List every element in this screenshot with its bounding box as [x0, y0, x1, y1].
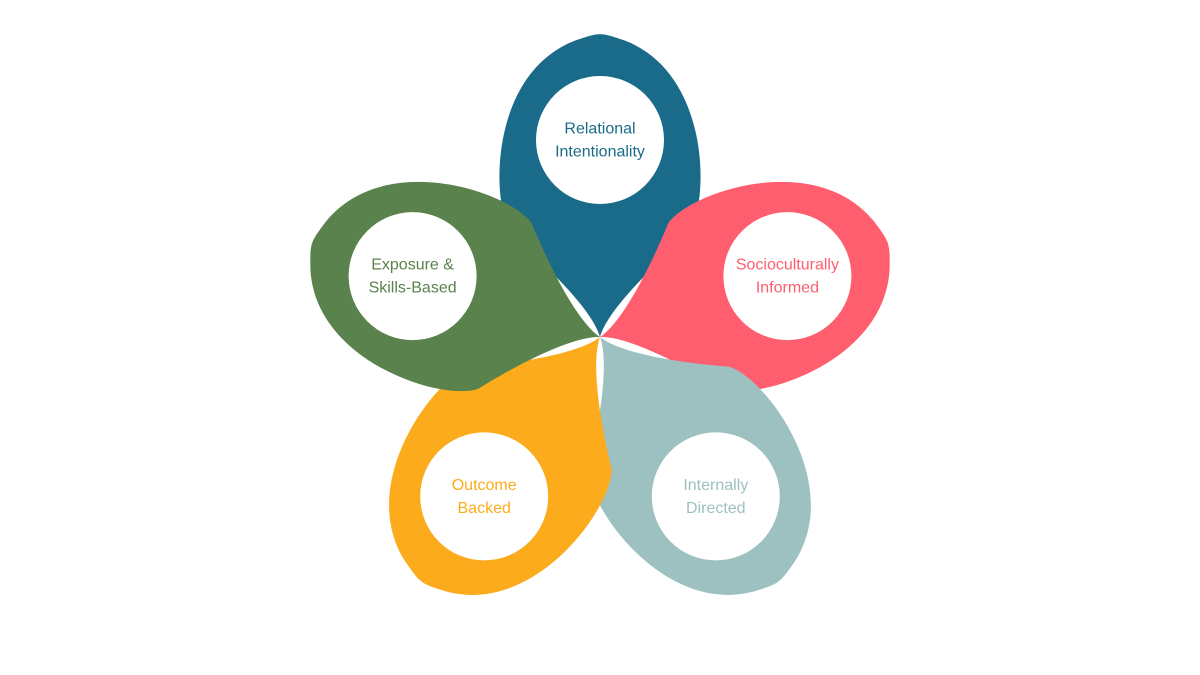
petal-inner-circle-relational [536, 76, 664, 204]
petal-inner-circle-internally [651, 432, 780, 561]
petal-inner-circle-socioculturally [723, 212, 852, 341]
petal-label-line: Outcome [452, 477, 517, 494]
petal-label-line: Directed [686, 500, 746, 517]
petal-label-line: Skills-Based [369, 280, 457, 297]
petal-inner-circle-outcome [420, 432, 549, 561]
petal-label-line: Relational [564, 121, 635, 138]
petal-label-line: Informed [756, 280, 819, 297]
petal-label-line: Exposure & [371, 257, 454, 274]
petal-label-line: Backed [458, 500, 511, 517]
petal-label-line: Internally [683, 477, 748, 494]
petal-label-line: Socioculturally [736, 257, 839, 274]
petal-exposure: Exposure & Skills-Based [310, 181, 600, 392]
petal-label-line: Intentionality [555, 144, 645, 161]
petal-label-exposure: Exposure & Skills-Based [369, 257, 457, 297]
petal-inner-circle-exposure [348, 212, 477, 341]
